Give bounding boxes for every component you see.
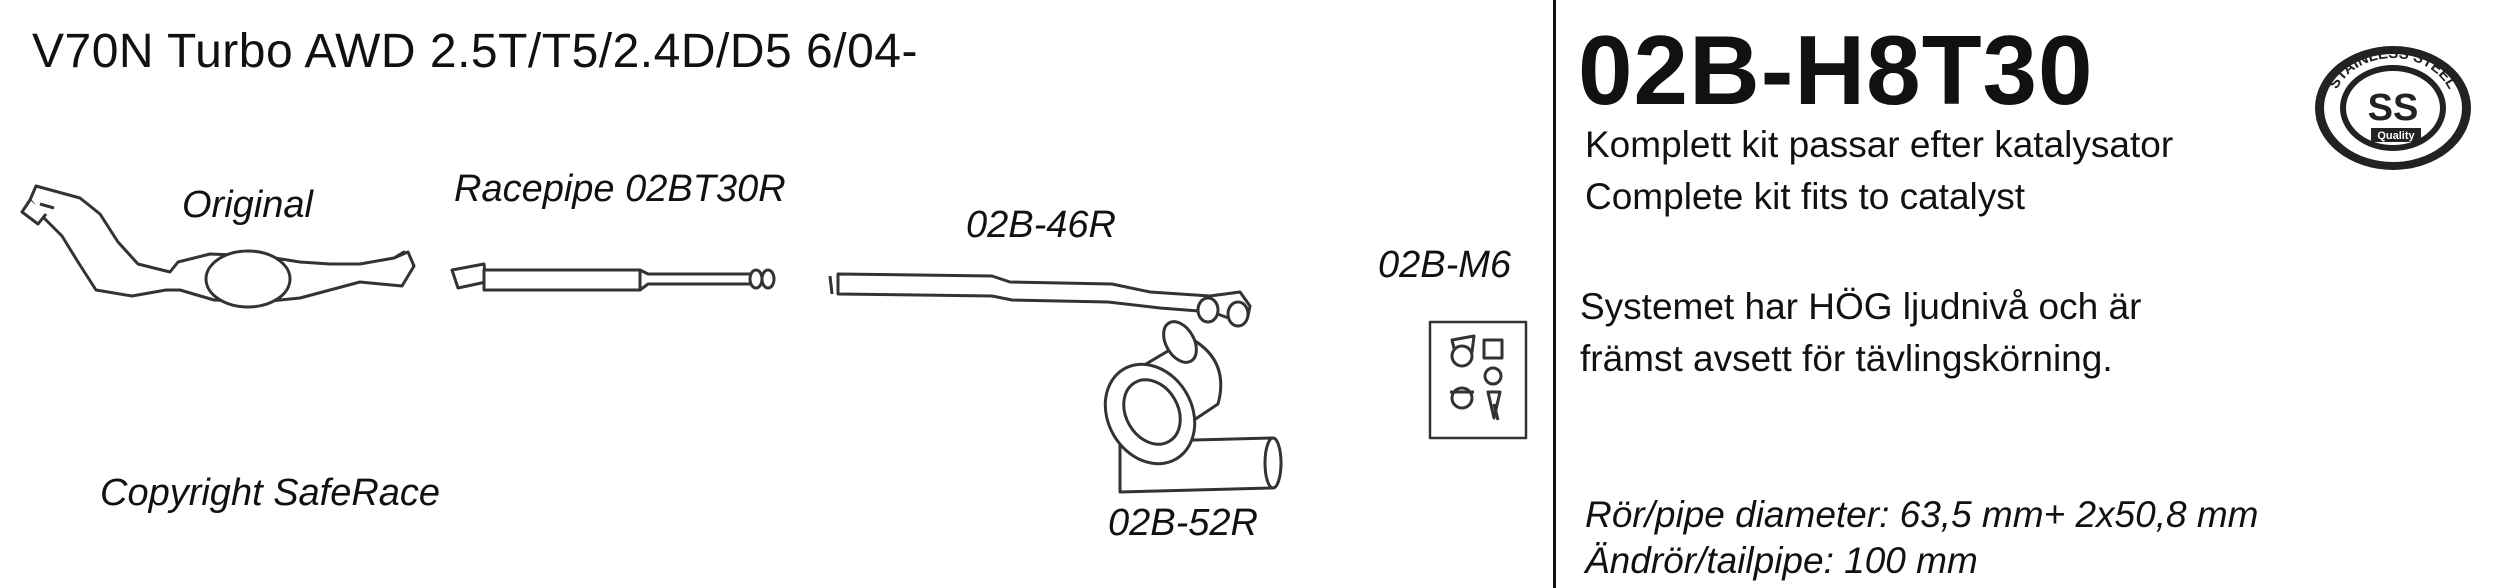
- noise-warning-line-1: Systemet har HÖG ljudnivå och är: [1580, 286, 2142, 327]
- rear-silencer-illustration: [1103, 320, 1283, 494]
- svg-text:SS: SS: [2368, 87, 2419, 129]
- stainless-steel-quality-badge-icon: STAINLESS STEEL SS Quality: [2315, 45, 2471, 170]
- mounting-kit-illustration: [1428, 320, 1528, 440]
- original-downpipe-illustration: [20, 184, 416, 309]
- pipe-diameter-spec: Rör/pipe diameter: 63,5 mm+ 2x50,8 mm: [1585, 494, 2259, 535]
- label-mid-pipe: 02B-46R: [966, 204, 1116, 246]
- tailpipe-spec: Ändrör/tailpipe: 100 mm: [1585, 540, 1978, 581]
- svg-text:Quality: Quality: [2377, 130, 2415, 142]
- copyright-text: Copyright SafeRace: [100, 472, 441, 514]
- product-description-en: Complete kit fits to catalyst: [1585, 176, 2026, 217]
- product-code: 02B-H8T30: [1578, 15, 2094, 125]
- label-mounting-kit: 02B-M6: [1378, 244, 1512, 286]
- racepipe-illustration: [450, 262, 776, 292]
- product-description-sv: Komplett kit passar efter katalysator: [1585, 124, 2174, 165]
- label-racepipe: Racepipe 02BT30R: [454, 168, 786, 210]
- label-original: Original: [182, 184, 313, 226]
- label-rear-silencer: 02B-52R: [1108, 502, 1258, 544]
- section-divider: [1553, 0, 1556, 588]
- exhaust-parts-drawing: [20, 184, 1528, 494]
- noise-warning-line-2: främst avsett för tävlingskörning.: [1580, 338, 2113, 379]
- vehicle-title: V70N Turbo AWD 2.5T/T5/2.4D/D5 6/04-: [32, 25, 918, 78]
- mid-pipe-illustration: [828, 272, 1252, 328]
